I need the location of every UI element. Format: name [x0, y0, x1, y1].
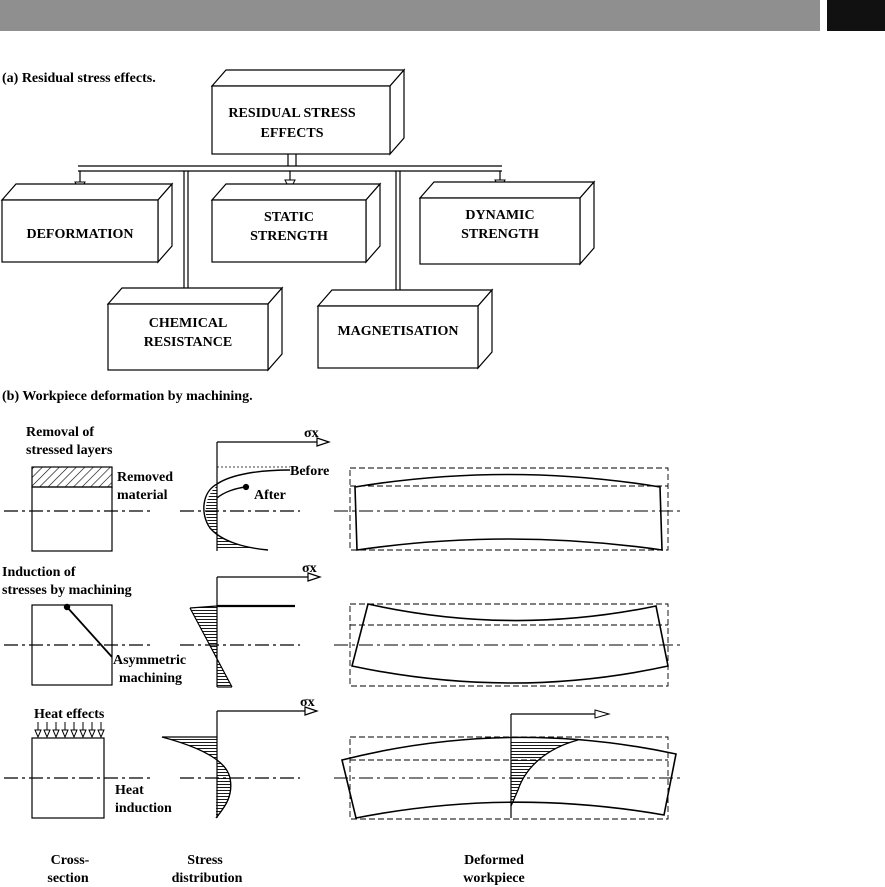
row2-sigma: σx	[302, 561, 317, 576]
static-label-2: STRENGTH	[250, 229, 328, 244]
caption-b: (b) Workpiece deformation by machining.	[2, 389, 253, 404]
row1-title-2: stressed layers	[26, 443, 113, 458]
row3-heat-2: induction	[115, 801, 172, 816]
row1-stress-plot	[180, 437, 331, 551]
chemical-resistance-box	[106, 286, 284, 372]
heat-arrow-head	[43, 729, 51, 739]
root-label-2: EFFECTS	[260, 126, 323, 141]
row2-cross-section	[4, 603, 150, 686]
row3-workpiece	[334, 709, 684, 820]
header-tab	[827, 0, 885, 31]
row3-heat-1: Heat	[115, 783, 144, 798]
row1-removed-2: material	[117, 488, 168, 503]
magnetisation-box	[316, 288, 494, 370]
row2-title-2: stresses by machining	[2, 583, 132, 598]
row3-sigma: σx	[300, 695, 315, 710]
row3-cross-section	[4, 737, 150, 819]
root-label-1: RESIDUAL STRESS	[228, 106, 355, 121]
heat-arrow-head	[88, 729, 96, 739]
row2-asym-1: Asymmetric	[113, 653, 186, 668]
chemical-label-2: RESISTANCE	[144, 335, 232, 350]
heat-arrow-head	[70, 729, 78, 739]
footer-col2-b: distribution	[172, 871, 243, 886]
heat-arrows	[34, 722, 105, 739]
dynamic-label-1: DYNAMIC	[465, 208, 534, 223]
row1-before: Before	[290, 464, 329, 479]
row1-removed-1: Removed	[117, 470, 173, 485]
header-bar	[0, 0, 820, 31]
static-strength-box	[210, 182, 382, 264]
row3-title: Heat effects	[34, 707, 105, 722]
footer-col2-a: Stress	[187, 853, 223, 868]
row1-title-1: Removal of	[26, 425, 94, 440]
deformation-label: DEFORMATION	[26, 227, 133, 242]
dynamic-label-2: STRENGTH	[461, 227, 539, 242]
footer-col3-b: workpiece	[463, 871, 524, 886]
heat-arrow-head	[34, 729, 42, 739]
row1-sigma: σx	[304, 426, 319, 441]
row3-stress-plot	[161, 706, 319, 819]
footer-col1-b: section	[47, 871, 88, 886]
row2-asym-2: machining	[119, 671, 182, 686]
dynamic-strength-box	[418, 180, 596, 266]
heat-arrow-head	[97, 729, 105, 739]
footer-col1-a: Cross-	[51, 853, 90, 868]
row2-title-1: Induction of	[2, 565, 76, 580]
deformation-box	[0, 182, 174, 264]
root-box	[210, 68, 406, 156]
row2-workpiece	[334, 603, 684, 687]
footer-col3-a: Deformed	[464, 853, 524, 868]
heat-arrow-head	[79, 729, 87, 739]
heat-arrow-head	[61, 729, 69, 739]
static-label-1: STATIC	[264, 210, 314, 225]
row1-cross-section	[4, 466, 150, 552]
row1-workpiece	[334, 467, 684, 551]
row1-after: After	[254, 488, 286, 503]
heat-arrow-head	[52, 729, 60, 739]
row2-stress-plot	[180, 572, 322, 688]
caption-a: (a) Residual stress effects.	[2, 71, 156, 86]
magnetisation-label: MAGNETISATION	[337, 324, 458, 339]
chemical-label-1: CHEMICAL	[149, 316, 228, 331]
tree-connectors	[78, 154, 502, 292]
